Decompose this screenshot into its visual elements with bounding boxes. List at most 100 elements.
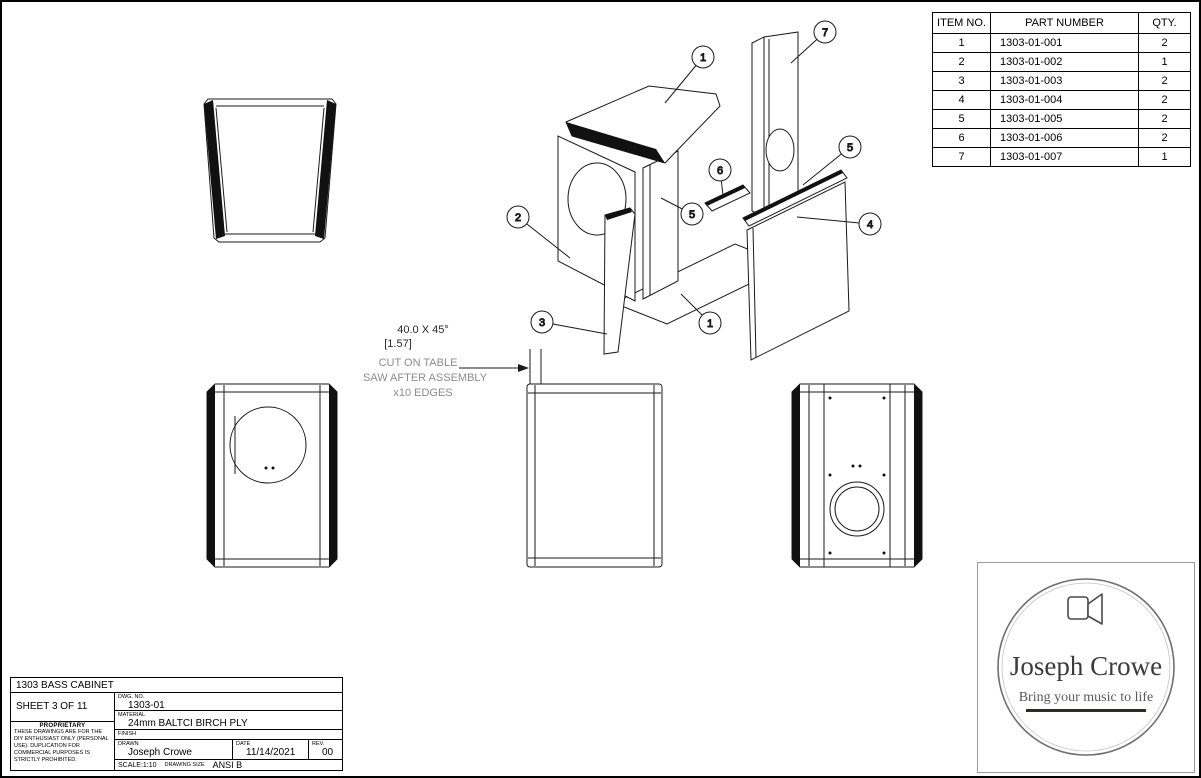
drawn-field: DRAWN Joseph Crowe [115,740,233,759]
balloon-number: 1 [700,52,706,64]
balloon-number: 3 [539,317,545,329]
part-number: 1303-01-001 [990,33,1139,53]
material-field: MATERIAL 24mm BALTCI BIRCH PLY [115,711,342,730]
table-header-row: ITEM NO. PART NUMBER QTY. [932,12,1191,34]
table-row: 3 1303-01-003 2 [932,71,1191,91]
chamfer-note-line: CUT ON TABLE [379,357,458,369]
proprietary-text: THESE DRAWINGS ARE FOR THE DIY ENTHUSIAS… [14,729,109,763]
date-field: DATE 11/14/2021 [233,740,309,759]
part-number: 1303-01-002 [990,52,1139,72]
balloon-number: 1 [707,318,713,330]
balloon: 5 [680,202,704,226]
col-header-part-number: PART NUMBER [990,12,1139,34]
logo-tagline: Bring your music to life [1019,690,1154,705]
drawing-size-label: DRAWING SIZE [164,762,205,768]
logo-ring-inner [1001,582,1171,752]
balloon-number: 2 [515,212,521,224]
speaker-icon [1067,593,1103,625]
table-row: 7 1303-01-007 1 [932,147,1191,167]
part-number: 1303-01-007 [990,147,1139,167]
side-view [526,383,663,568]
material-value: 24mm BALTCI BIRCH PLY [128,718,248,729]
logo-graphic: Joseph Crowe Bring your music to life [997,578,1175,756]
balloon: 1 [691,45,715,69]
qty: 1 [1138,52,1191,72]
drawing-size-value: ANSI B [212,760,243,770]
signature-row: DRAWN Joseph Crowe DATE 11/14/2021 REV. … [115,740,342,760]
balloon: 3 [530,310,554,334]
dwg-no-field: DWG. NO. 1303-01 [115,693,342,711]
balloon-number: 5 [847,142,853,154]
balloon-number: 5 [689,209,695,221]
chamfer-dim-alt: [1.57] [384,338,412,350]
logo-name: Joseph Crowe [1010,651,1162,681]
logo-ring [997,578,1175,756]
rev-label: REV. [312,741,325,748]
qty: 1 [1138,147,1191,167]
date-value: 11/14/2021 [246,747,296,759]
balloon-callouts: 1 7 2 5 6 5 4 3 1 [506,20,882,335]
drawn-value: Joseph Crowe [128,747,192,759]
balloon: 4 [858,212,882,236]
part-number: 1303-01-004 [990,90,1139,110]
back-view [791,383,923,568]
item-no: 1 [932,33,991,53]
logo-underline [1026,709,1146,712]
chamfer-dim-text: 40.0 X 45° [397,324,449,336]
drawing-title: 1303 BASS CABINET [11,678,342,693]
item-no: 7 [932,147,991,167]
item-no: 2 [932,52,991,72]
table-row: 5 1303-01-005 2 [932,109,1191,129]
chamfer-note: 40.0 X 45° [1.57] CUT ON TABLE SAW AFTER… [363,324,542,399]
table-row: 6 1303-01-006 2 [932,128,1191,148]
balloon: 2 [506,205,530,229]
item-no: 4 [932,90,991,110]
balloon-number: 6 [717,165,723,177]
dimension-leader [459,349,542,390]
table-row: 1 1303-01-001 2 [932,33,1191,53]
scale-value: SCALE:1:10 [118,761,157,769]
scale-row: SCALE:1:10 DRAWING SIZE ANSI B [115,760,342,770]
col-header-item-no: ITEM NO. [932,12,991,34]
finish-label: FINISH [118,731,137,737]
proprietary-heading: PROPRIETARY [39,723,86,729]
part-number: 1303-01-005 [990,109,1139,129]
dwg-no-label: DWG. NO. [118,694,145,700]
date-label: DATE [236,741,251,748]
rev-field: REV. 00 [309,740,342,759]
title-block: 1303 BASS CABINET SHEET 3 OF 11 PROPRIET… [10,677,343,771]
part-number: 1303-01-003 [990,71,1139,91]
item-no: 5 [932,109,991,129]
dwg-no-value: 1303-01 [128,700,165,711]
top-view [203,98,337,243]
front-view [206,383,338,568]
balloon-number: 7 [822,27,828,39]
item-no: 3 [932,71,991,91]
qty: 2 [1138,71,1191,91]
balloon: 7 [813,20,837,44]
logo-block: Joseph Crowe Bring your music to life [977,562,1195,773]
material-label: MATERIAL [118,712,146,718]
exploded-view [557,31,850,361]
table-row: 4 1303-01-004 2 [932,90,1191,110]
qty: 2 [1138,128,1191,148]
part-number: 1303-01-006 [990,128,1139,148]
drawn-label: DRAWN [118,741,139,748]
table-row: 2 1303-01-002 1 [932,52,1191,72]
rev-value: 00 [322,747,334,759]
qty: 2 [1138,33,1191,53]
balloon: 6 [708,158,732,182]
chamfer-note-line: SAW AFTER ASSEMBLY [363,372,488,384]
item-no: 6 [932,128,991,148]
finish-field: FINISH [115,730,342,741]
col-header-qty: QTY. [1138,12,1191,34]
chamfer-note-line: x10 EDGES [393,387,452,399]
parts-table: ITEM NO. PART NUMBER QTY. 1 1303-01-001 … [932,12,1191,167]
qty: 2 [1138,109,1191,129]
proprietary-note: PROPRIETARY THESE DRAWINGS ARE FOR THE D… [11,721,114,770]
balloon-number: 4 [867,219,873,231]
sheet-number: SHEET 3 OF 11 [16,701,88,712]
balloon: 5 [838,135,862,159]
